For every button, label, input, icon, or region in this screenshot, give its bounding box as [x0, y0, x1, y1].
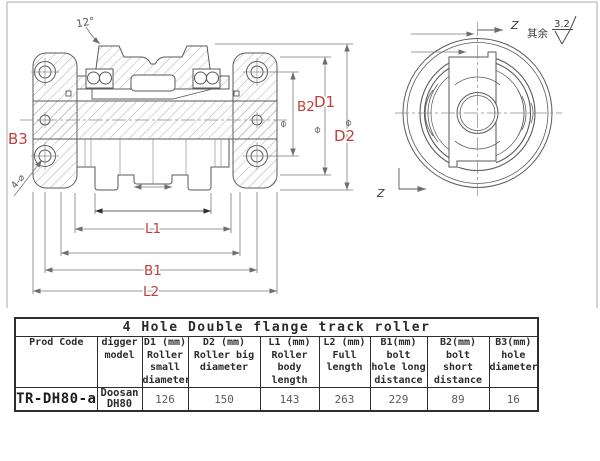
label-L1: L1 — [145, 221, 161, 237]
bolt-holes — [31, 58, 271, 170]
cell-b3: 16 — [488, 387, 539, 412]
col-header-digger-model: digger model — [96, 336, 143, 388]
hole-count-note: 4-⌀ — [9, 172, 27, 191]
cell-digger-model: Doosan DH80 — [96, 387, 143, 412]
table-data-row: TR-DH80-a Doosan DH80 126 150 143 263 22… — [14, 387, 539, 412]
table-title-row: 4 Hole Double flange track roller — [14, 317, 539, 337]
dimensions — [13, 26, 353, 294]
table-header-row: Prod Code digger model D1 (mm) Roller sm… — [14, 336, 539, 388]
col-header-b3: B3(mm) hole diameter — [488, 336, 539, 388]
label-B1: B1 — [144, 263, 162, 279]
roughness-prefix: 其余 — [527, 27, 548, 40]
cell-prod-code: TR-DH80-a — [14, 387, 98, 412]
engineering-drawing: B2 D1 D2 B3 L1 B1 L2 12° 4-⌀ ⌀ ⌀ ⌀ — [6, 1, 598, 308]
front-view — [20, 45, 290, 191]
sheet-frame — [6, 1, 598, 308]
label-B3: B3 — [8, 130, 28, 148]
spec-table: 4 Hole Double flange track roller Prod C… — [14, 317, 540, 412]
cell-d2: 150 — [187, 387, 261, 412]
section-arrow-bottom — [398, 168, 426, 193]
bearing-right — [192, 68, 221, 89]
bolt-hole — [243, 142, 271, 170]
roller-section-profile — [76, 45, 230, 90]
label-D1: D1 — [314, 93, 335, 111]
roughness-value: 3.2 — [554, 19, 570, 30]
lower-detail-lines — [84, 139, 222, 184]
roughness-symbol — [552, 15, 577, 45]
bearing-left — [85, 68, 114, 89]
label-L2: L2 — [143, 284, 159, 300]
diameter-symbol-d2: ⌀ — [343, 117, 355, 129]
b3-leader — [13, 159, 43, 197]
table-title: 4 Hole Double flange track roller — [14, 317, 539, 337]
bolt-hole — [243, 58, 271, 86]
label-D2: D2 — [334, 127, 355, 145]
cell-l2: 263 — [318, 387, 371, 412]
seal-lines — [65, 87, 240, 100]
col-header-d2: D2 (mm) Roller big diameter — [187, 336, 261, 388]
cell-l1: 143 — [259, 387, 320, 412]
col-header-d1: D1 (mm) Roller small diameter — [141, 336, 189, 388]
cell-b1: 229 — [369, 387, 428, 412]
edge-leaders — [411, 31, 474, 55]
section-label-top: Z — [510, 19, 519, 32]
angle-leader — [85, 26, 101, 45]
col-header-l2: L2 (mm) Full length — [318, 336, 371, 388]
diameter-symbol-b2: ⌀ — [278, 118, 290, 130]
col-header-b1: B1(mm) bolt hole long distance — [369, 336, 428, 388]
cell-d1: 126 — [141, 387, 189, 412]
bushing-pocket — [130, 74, 176, 92]
dimension-labels: B2 D1 D2 B3 L1 B1 L2 — [6, 91, 357, 302]
col-header-l1: L1 (mm) Roller body length — [259, 336, 320, 388]
side-centerlines — [395, 22, 562, 196]
side-view-notes: Z Z 其余 3.2 — [376, 19, 570, 200]
section-label-bottom: Z — [376, 187, 385, 200]
angle-note: 12° — [75, 15, 95, 30]
side-view — [395, 15, 577, 196]
label-B2: B2 — [297, 99, 315, 115]
col-header-prod-code: Prod Code — [14, 336, 98, 388]
bolt-hole — [31, 58, 59, 86]
col-header-b2: B2(mm) bolt short distance — [426, 336, 490, 388]
section-arrows — [398, 26, 503, 193]
diameter-symbol-d1: ⌀ — [312, 124, 324, 136]
cell-b2: 89 — [426, 387, 490, 412]
